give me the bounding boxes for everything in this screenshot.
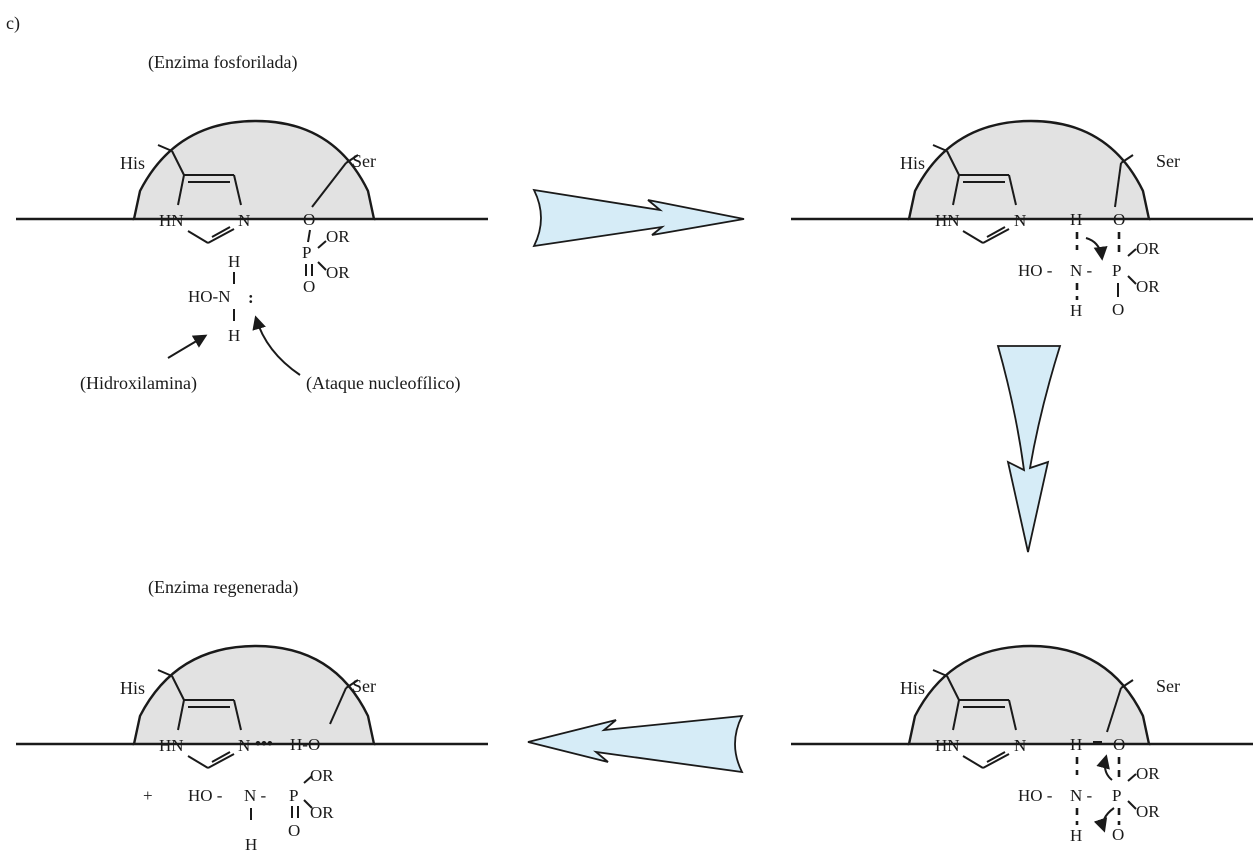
his-label-bottom-left: His — [120, 678, 145, 698]
enzyme-top-right — [789, 119, 1253, 245]
imidazole-n-bottom-left: N — [238, 736, 250, 755]
imidazole-hn-top-left: HN — [159, 211, 184, 230]
p-o-double-bond — [305, 264, 313, 276]
n-dash-bottom-right: N - — [1070, 786, 1093, 805]
oxygen-bottom-top-right: O — [1112, 300, 1124, 319]
proton-transfer-arrow — [1085, 237, 1108, 261]
step-arrow-left — [527, 714, 744, 774]
his-label-top-left: His — [120, 153, 145, 173]
h-bottom-top-right: H — [1070, 301, 1082, 320]
phosphorus-top-left: P — [302, 243, 311, 262]
p-or-bond-8 — [303, 799, 313, 809]
imidazole-n-bottom-right: N — [1014, 736, 1026, 755]
ser-oxygen-top-left: O — [303, 210, 315, 229]
phosphoryl-oxygen-top-left: O — [303, 277, 315, 296]
imidazole-hn-bottom-left: HN — [159, 736, 184, 755]
ho-dash-bottom-right: HO - — [1018, 786, 1053, 805]
n-dash-top-right: N - — [1070, 261, 1093, 280]
caption-nucleophilic-attack: (Ataque nucleofílico) — [306, 373, 460, 394]
proton-top-right: H — [1070, 210, 1082, 229]
ser-oxygen-bottom-right: O — [1113, 735, 1125, 754]
oxygen-bottom-bottom-right: O — [1112, 825, 1124, 844]
proton-bottom-right: H — [1070, 735, 1082, 754]
caption-phosphorylated-enzyme: (Enzima fosforilada) — [148, 52, 297, 73]
enzyme-bottom-left — [14, 644, 490, 770]
arrow-nucleophilic-attack — [252, 315, 301, 376]
or-group-1-top-right: OR — [1136, 239, 1160, 258]
step-arrow-down — [996, 345, 1062, 553]
arrow-to-hydroxylamine — [167, 334, 208, 359]
phosphorus-top-right: P — [1112, 261, 1121, 280]
ser-label-bottom-left: Ser — [352, 676, 376, 696]
phosphorus-bottom-right: P — [1112, 786, 1121, 805]
caption-hydroxylamine: (Hidroxilamina) — [80, 373, 197, 394]
panel-label: c) — [6, 13, 20, 34]
ser-label-top-right: Ser — [1156, 151, 1180, 171]
hydroxylamine-ho-n: HO-N — [188, 287, 231, 306]
ser-label-top-left: Ser — [352, 151, 376, 171]
imidazole-n-top-left: N — [238, 211, 250, 230]
or-group-2-bottom-left: OR — [310, 803, 334, 822]
p-or-bond-4 — [1127, 275, 1137, 285]
or-group-2-top-right: OR — [1136, 277, 1160, 296]
or-group-1-bottom-right: OR — [1136, 764, 1160, 783]
his-label-bottom-right: His — [900, 678, 925, 698]
p-or-bond-2 — [317, 261, 327, 271]
enzyme-bottom-right — [789, 644, 1253, 770]
hydroxylamine-h-top: H — [228, 252, 240, 271]
imidazole-n-top-right: N — [1014, 211, 1026, 230]
plus-sign: + — [143, 786, 153, 805]
hydrogen-bond-dots: ••• — [255, 734, 273, 753]
caption-regenerated-enzyme: (Enzima regenerada) — [148, 577, 298, 598]
o-p-bond — [307, 229, 311, 243]
n-dash-bottom-left: N - — [244, 786, 267, 805]
ser-ho-group: H-O — [290, 735, 320, 754]
imidazole-hn-bottom-right: HN — [935, 736, 960, 755]
phosphorus-bottom-left: P — [289, 786, 298, 805]
ser-label-bottom-right: Ser — [1156, 676, 1180, 696]
ho-dash-top-right: HO - — [1018, 261, 1053, 280]
p-or-bond-1 — [317, 240, 327, 249]
his-label-top-right: His — [900, 153, 925, 173]
step-arrow-right — [532, 188, 745, 248]
or-group-1-top-left: OR — [326, 227, 350, 246]
oxygen-bottom-bottom-left: O — [288, 821, 300, 840]
or-group-1-bottom-left: OR — [310, 766, 334, 785]
h-bottom-bottom-left: H — [245, 835, 257, 854]
enzyme-top-left — [14, 119, 490, 245]
hydroxylamine-h-bottom: H — [228, 326, 240, 345]
p-or-bond-7 — [303, 775, 313, 784]
o-p-cleavage-arrow — [1096, 754, 1113, 781]
p-or-bond-5 — [1127, 773, 1137, 782]
imidazole-hn-top-right: HN — [935, 211, 960, 230]
or-group-2-bottom-right: OR — [1136, 802, 1160, 821]
p-o-reform-arrow — [1093, 807, 1115, 833]
ho-dash-bottom-left: HO - — [188, 786, 223, 805]
p-o-double-bond-bottom-left — [291, 806, 299, 818]
or-group-2-top-left: OR — [326, 263, 350, 282]
lone-pair: : — [248, 288, 254, 307]
p-or-bond-6 — [1127, 800, 1137, 810]
ser-oxygen-top-right: O — [1113, 210, 1125, 229]
p-or-bond-3 — [1127, 248, 1137, 257]
h-bottom-bottom-right: H — [1070, 826, 1082, 845]
